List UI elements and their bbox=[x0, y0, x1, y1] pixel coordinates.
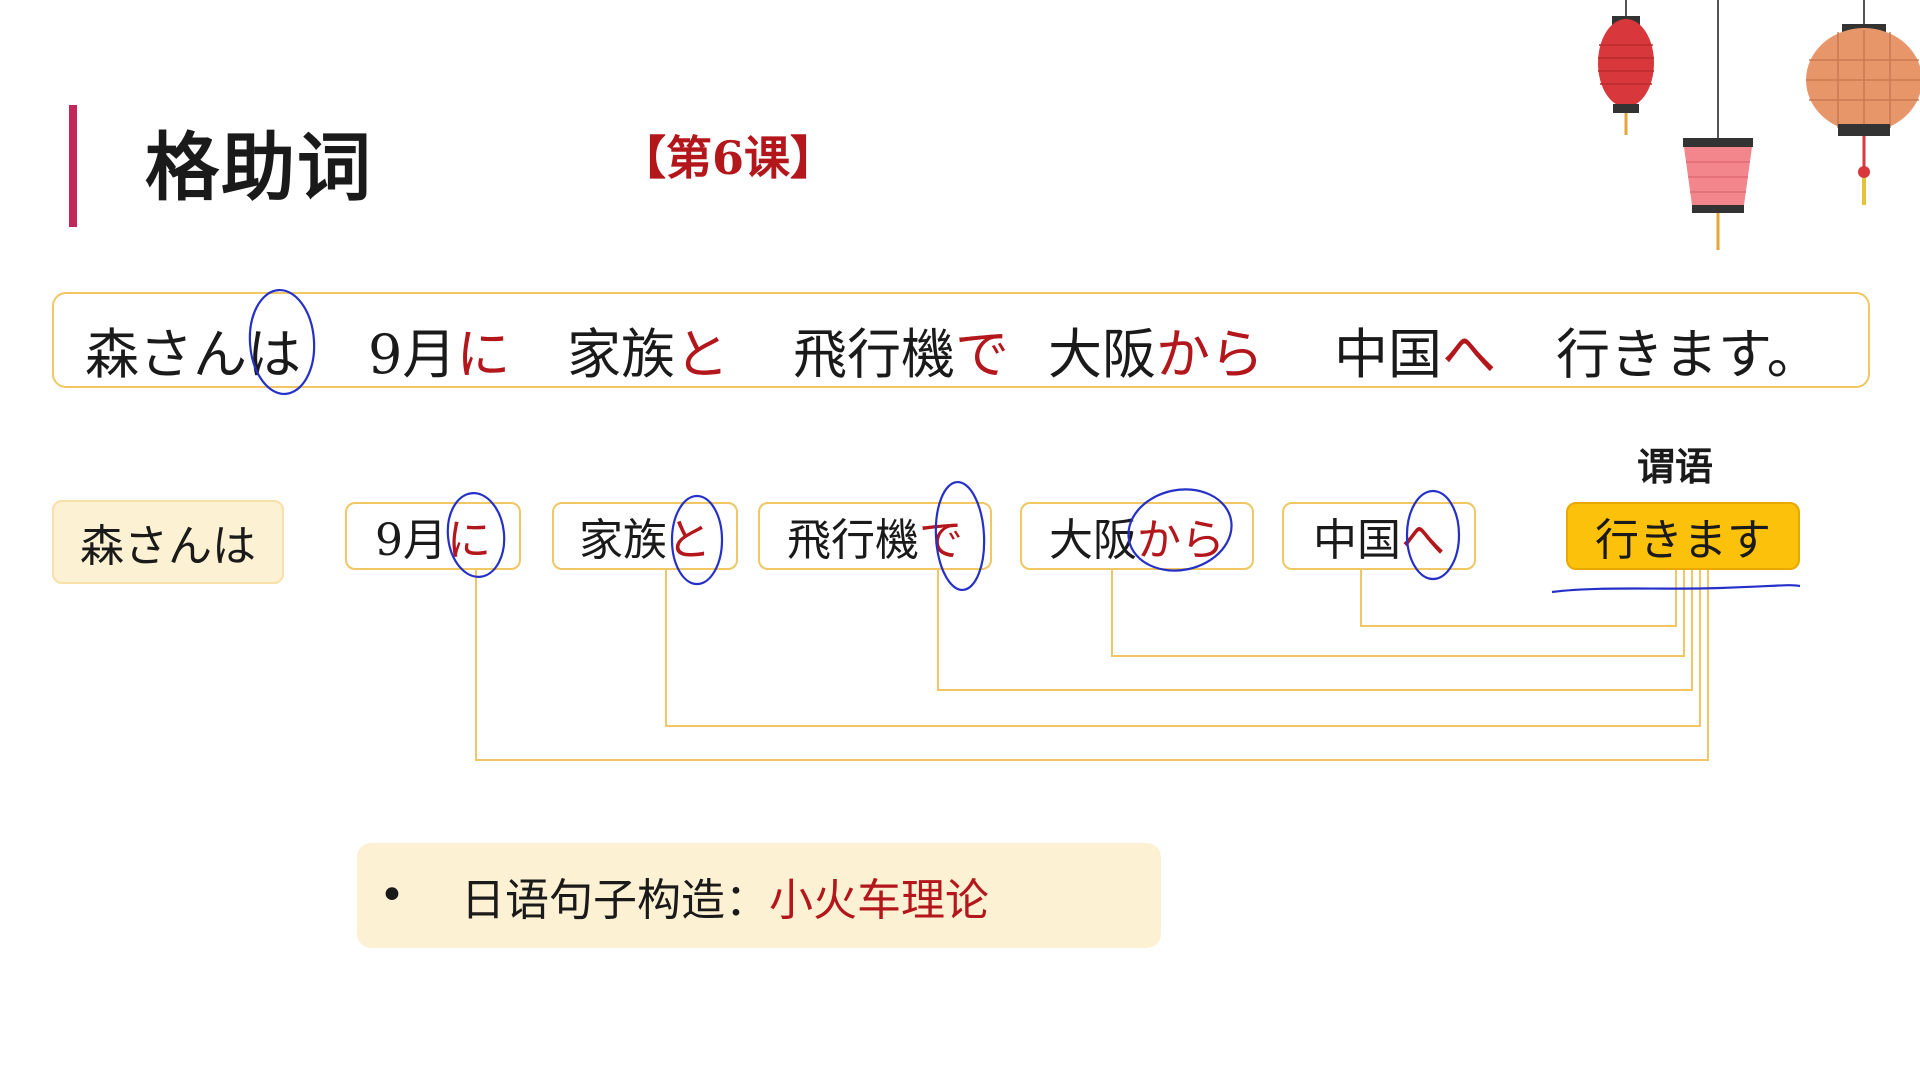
circle-mark-ni bbox=[446, 492, 506, 578]
chip-particle: で bbox=[919, 515, 963, 566]
note-bullet: • bbox=[379, 870, 405, 921]
note-prefix: 日语句子构造： bbox=[460, 874, 769, 926]
circle-mark-he bbox=[1405, 489, 1461, 581]
segment-particle: で bbox=[955, 323, 1009, 386]
chip-means: 飛行機で bbox=[758, 502, 992, 570]
sentence-segment-4: 飛行機で bbox=[793, 310, 1009, 389]
note-highlight: 小火车理论 bbox=[768, 874, 989, 926]
sentence-segment-5: 大阪から bbox=[1048, 310, 1264, 389]
pen-annotations bbox=[248, 288, 1801, 594]
predicate-label: 谓语 bbox=[1637, 444, 1714, 489]
segment-particle: に bbox=[456, 323, 511, 386]
sentence-segment-3: 家族と bbox=[567, 310, 729, 389]
chip-word: 家族 bbox=[579, 515, 667, 566]
segment-particle: は bbox=[247, 323, 301, 386]
chip-word: 飛行機 bbox=[787, 515, 919, 566]
chip-word: 大阪 bbox=[1049, 515, 1137, 566]
segment-word: 大阪 bbox=[1048, 323, 1156, 386]
note-box: • 日语句子构造：小火车理论 bbox=[357, 843, 1161, 948]
chip-origin: 大阪から bbox=[1020, 502, 1254, 570]
chip-particle: から bbox=[1137, 515, 1225, 566]
segment-word: 9月 bbox=[368, 323, 457, 386]
connector-means bbox=[937, 570, 1693, 691]
segment-word: 家族 bbox=[567, 323, 675, 386]
underline-predicate bbox=[1551, 584, 1801, 594]
title-accent-bar bbox=[69, 105, 77, 227]
sentence-box bbox=[52, 292, 1870, 388]
sentence-segment-1: 森さんは bbox=[85, 310, 301, 389]
circle-mark-kara bbox=[1127, 488, 1233, 572]
connector-origin bbox=[1111, 570, 1685, 657]
segment-word: 中国 bbox=[1334, 323, 1442, 386]
chip-word: 中国 bbox=[1313, 515, 1401, 566]
lesson-label: 【第6课】 bbox=[620, 131, 837, 185]
chip-word: 9月 bbox=[375, 515, 447, 566]
segment-word: 森さん bbox=[85, 323, 247, 386]
connector-companion bbox=[665, 570, 1701, 727]
connector-lines bbox=[475, 570, 1709, 761]
predicate-chip: 行きます bbox=[1566, 502, 1800, 570]
segment-particle: へ bbox=[1442, 323, 1496, 386]
circle-mark-de bbox=[934, 480, 986, 592]
sentence-segment-6: 中国へ bbox=[1334, 310, 1496, 389]
circle-mark-sentence-wa bbox=[248, 288, 316, 396]
subject-chip: 森さんは bbox=[52, 500, 284, 584]
segment-word: 飛行機 bbox=[793, 323, 955, 386]
connector-time bbox=[475, 570, 1709, 761]
circle-mark-to bbox=[670, 494, 724, 586]
chip-companion: 家族と bbox=[552, 502, 738, 570]
segment-word: 行きます。 bbox=[1556, 323, 1821, 386]
chip-destination: 中国へ bbox=[1282, 502, 1476, 570]
sentence-segment-7: 行きます。 bbox=[1556, 310, 1821, 389]
segment-particle: から bbox=[1156, 323, 1264, 386]
sentence-segment-2: 9月に bbox=[368, 310, 510, 389]
page-title: 格助词 bbox=[145, 125, 373, 211]
segment-particle: と bbox=[675, 323, 729, 386]
connector-destination bbox=[1360, 570, 1677, 627]
